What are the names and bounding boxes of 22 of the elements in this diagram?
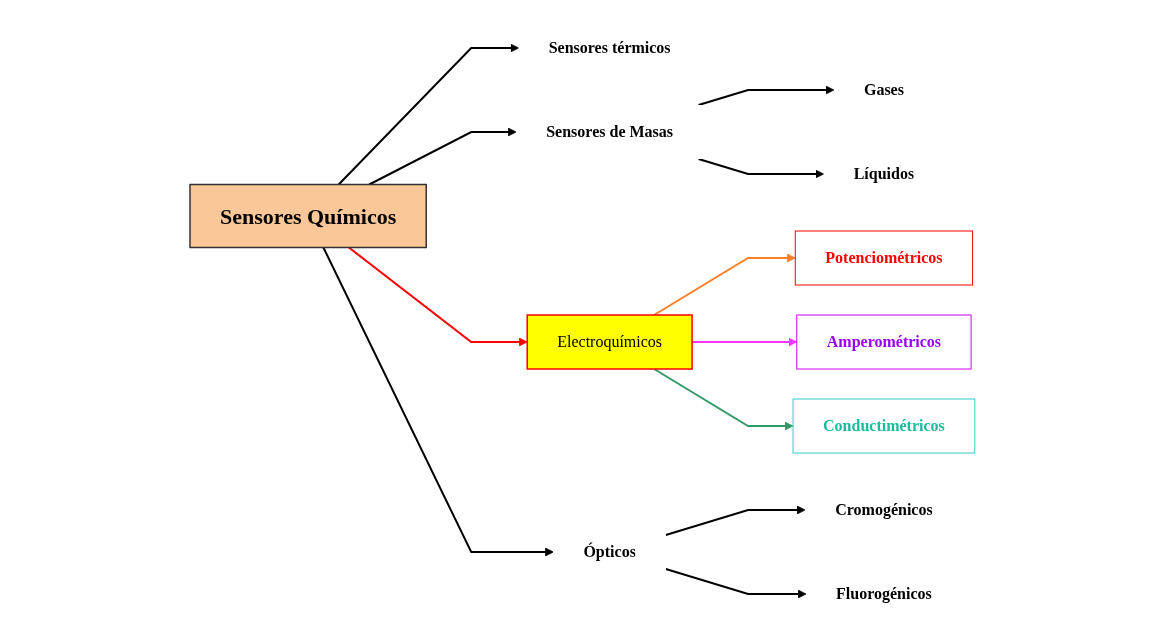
node-text: Gases: [864, 80, 905, 98]
node-box: Potenciométricos: [794, 230, 974, 285]
arrow: [322, 246, 554, 556]
node-text: Cromogénicos: [835, 500, 933, 518]
arrow: [653, 367, 794, 430]
node-text: Fluorogénicos: [836, 584, 932, 602]
node-box: Amperométricos: [796, 314, 972, 369]
arrow: [337, 43, 520, 185]
arrow: [348, 246, 528, 346]
node-text: Líquidos: [853, 164, 915, 182]
node-text: Sensores térmicos: [548, 38, 671, 56]
arrow: [697, 85, 835, 106]
node-box: Electroquímicos: [526, 313, 693, 370]
arrow: [368, 127, 517, 185]
arrow: [653, 253, 796, 316]
node-text: Ópticos: [583, 542, 636, 560]
node-text: Sensores de Masas: [546, 122, 674, 140]
node-box: Conductimétricos: [792, 398, 976, 453]
arrow: [697, 157, 825, 178]
node-box: Sensores Químicos: [189, 183, 428, 248]
arrow: [664, 505, 806, 536]
arrow: [664, 567, 807, 598]
